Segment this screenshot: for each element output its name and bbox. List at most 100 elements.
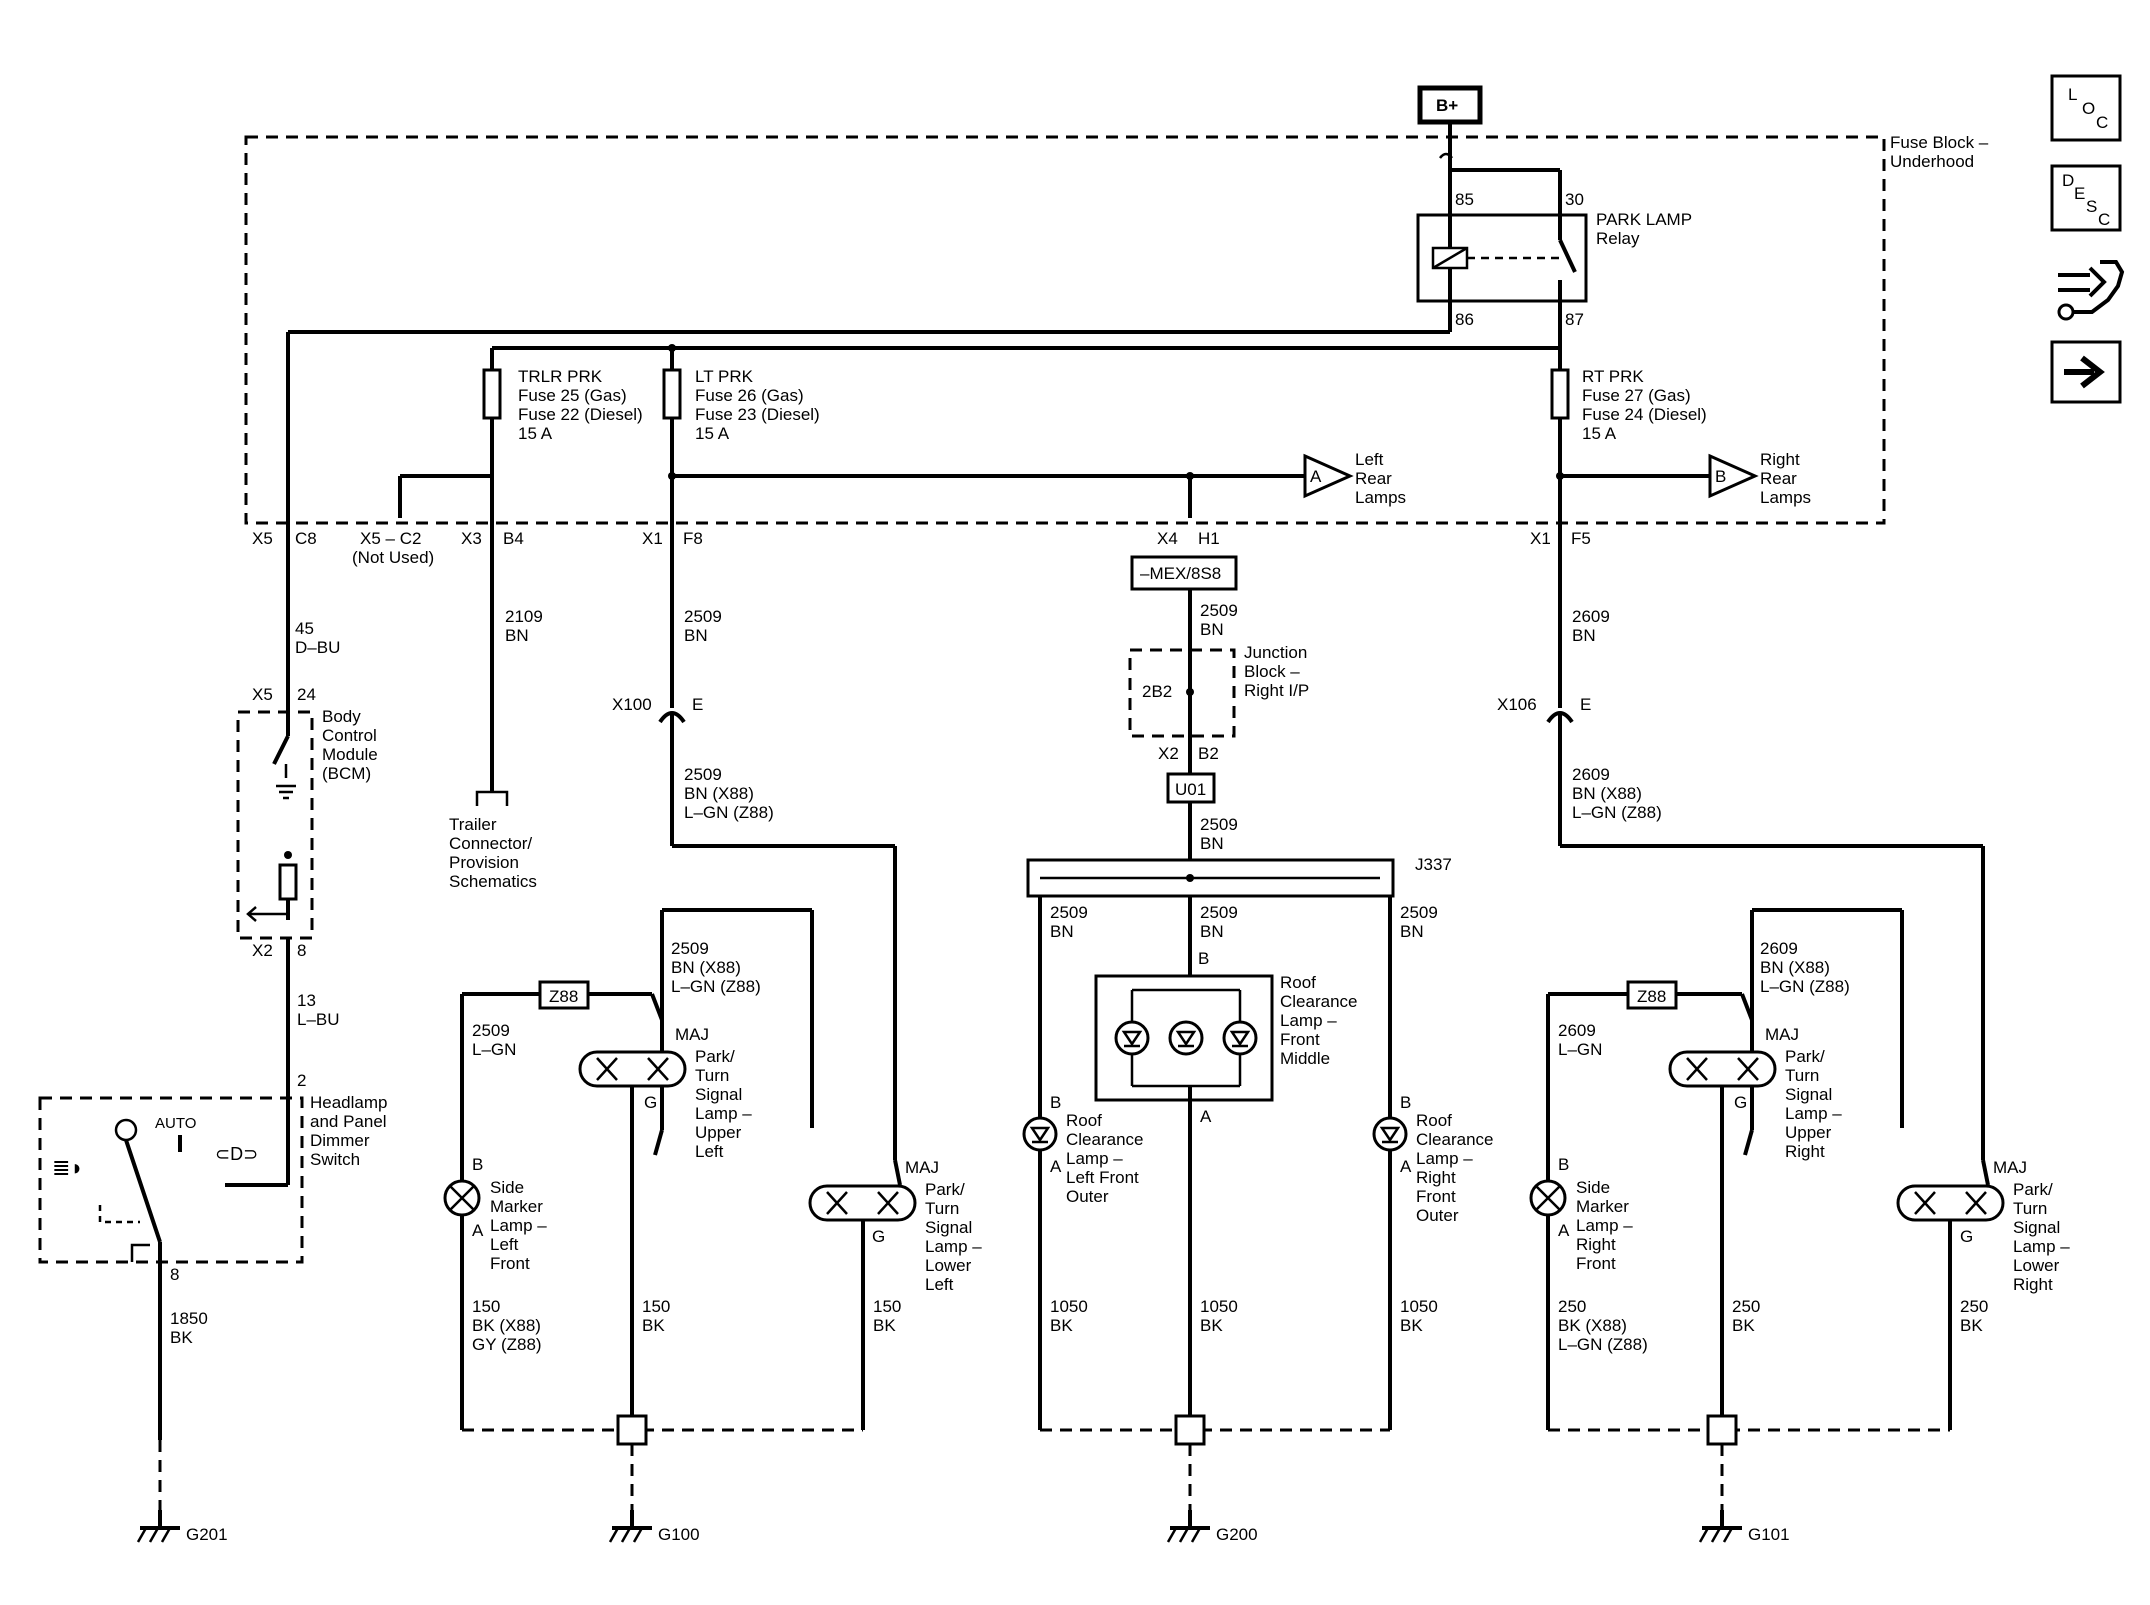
park-lamp-upper-left (578, 1050, 687, 1088)
lt-fuse-label: LT PRK (695, 367, 754, 386)
roof-middle-led (1114, 1020, 1150, 1056)
roof-middle-a: A (1200, 1107, 1212, 1126)
wire-250c-num: 250 (1960, 1297, 1988, 1316)
z88-right-out-2 (1740, 993, 1754, 1021)
conn-b4: B4 (503, 529, 524, 548)
trlr-fuse-label: TRLR PRK (518, 367, 603, 386)
bcm-node (284, 851, 292, 859)
relay-coil-diagonal (1432, 246, 1468, 270)
svg-text:D: D (2062, 171, 2074, 190)
wire-2509-a-color: BN (684, 626, 708, 645)
roof-left-b: B (1050, 1093, 1061, 1112)
wire-2509-f-num: 2509 (1200, 903, 1238, 922)
lower-right-maj: MAJ (1993, 1158, 2027, 1177)
wire-2109-num: 2109 (505, 607, 543, 626)
wire-1050b-color: BK (1200, 1316, 1223, 1335)
wire-jumper (1439, 152, 1453, 159)
conn-c8: C8 (295, 529, 317, 548)
relay-pin-86: 86 (1455, 310, 1474, 329)
roof-clearance-right-led (1372, 1116, 1408, 1152)
upper-right-label-5: Upper (1785, 1123, 1832, 1142)
left-ground-dashed-bus (460, 1425, 863, 1432)
description-button[interactable]: D E S C (2050, 164, 2122, 232)
wire-2509-d-color: BN (1200, 834, 1224, 853)
wire-1050c-num: 1050 (1400, 1297, 1438, 1316)
wire-2609-d-num: 2609 (1558, 1021, 1596, 1040)
roof-middle-label-3: Lamp – (1280, 1011, 1337, 1030)
wire-13-num: 13 (297, 991, 316, 1010)
wire-150a-l3: GY (Z88) (472, 1335, 542, 1354)
fuse-block-outline (244, 135, 1886, 525)
conn-x1: X1 (642, 529, 663, 548)
upper-right-bulb-icons (1686, 1057, 1759, 1081)
roof-left-label-5: Outer (1066, 1187, 1109, 1206)
wire-2609-c-l3: L–GN (Z88) (1760, 977, 1850, 996)
wire-150a-num: 150 (472, 1297, 500, 1316)
side-marker-right-label-5: Front (1576, 1254, 1616, 1273)
wire-2509-b-l2: BN (X88) (684, 784, 754, 803)
conn-f8: F8 (683, 529, 703, 548)
lower-left-label: Park/ (925, 1180, 965, 1199)
roof-middle-label: Roof (1280, 973, 1316, 992)
next-page-button[interactable] (2050, 340, 2122, 404)
conn-x4: X4 (1157, 529, 1178, 548)
relay-name: PARK LAMP (1596, 210, 1692, 229)
wire-2609-b-l2: BN (X88) (1572, 784, 1642, 803)
conn-f5: F5 (1571, 529, 1591, 548)
lower-right-label-2: Turn (2013, 1199, 2047, 1218)
wire-1850-color: BK (170, 1328, 193, 1347)
roof-right-b: B (1400, 1093, 1411, 1112)
wire-250a-l3: L–GN (Z88) (1558, 1335, 1648, 1354)
wire-2509-a-num: 2509 (684, 607, 722, 626)
upper-right-g: G (1734, 1093, 1747, 1112)
bcm-x5: X5 (252, 685, 273, 704)
lower-right-label-4: Lamp – (2013, 1237, 2070, 1256)
wire-2609-a-color: BN (1572, 626, 1596, 645)
roof-middle-label-2: Clearance (1280, 992, 1358, 1011)
ground-symbol-g200 (1166, 1510, 1210, 1543)
wire-1050a-color: BK (1050, 1316, 1073, 1335)
switch-link (98, 1205, 140, 1224)
wire-2509-d-num: 2509 (1200, 815, 1238, 834)
bcm-pin-24: 24 (297, 685, 316, 704)
trailer-label-4: Schematics (449, 872, 537, 891)
relay-name-2: Relay (1596, 229, 1640, 248)
rt-fuse-label: RT PRK (1582, 367, 1644, 386)
mex-label: –MEX/8S8 (1140, 564, 1221, 583)
junction-block-node (1186, 688, 1194, 696)
roof-left-a: A (1050, 1157, 1062, 1176)
park-lamp-lower-left (808, 1184, 917, 1222)
wire-150c-color: BK (873, 1316, 896, 1335)
lower-right-g: G (1960, 1227, 1973, 1246)
wire-2609-b-l3: L–GN (Z88) (1572, 803, 1662, 822)
ground-g101-label: G101 (1748, 1525, 1790, 1544)
upper-right-label-4: Lamp – (1785, 1104, 1842, 1123)
side-marker-right-b: B (1558, 1155, 1569, 1174)
offpage-arrow-a[interactable] (1303, 453, 1354, 499)
roof-middle-led-3 (1222, 1020, 1258, 1056)
fuse-block-label-2: Underhood (1890, 152, 1974, 171)
switch-auto-contact (114, 1118, 138, 1142)
wire-2509-h-l3: L–GN (Z88) (671, 977, 761, 996)
side-marker-left-label-4: Left (490, 1235, 519, 1254)
offpage-arrow-b[interactable] (1708, 453, 1759, 499)
side-marker-left-label-5: Front (490, 1254, 530, 1273)
z88-left-box (538, 980, 590, 1010)
wrench-arrow-icon[interactable] (2057, 260, 2125, 321)
rt-fuse-label-4: 15 A (1582, 424, 1617, 443)
conn-x5: X5 (252, 529, 273, 548)
upper-right-label-3: Signal (1785, 1085, 1832, 1104)
ground-g100-label: G100 (658, 1525, 700, 1544)
location-button[interactable]: L O C (2050, 74, 2122, 142)
roof-left-label-3: Lamp – (1066, 1149, 1123, 1168)
svg-text:O: O (2082, 99, 2095, 118)
wire-2109-color: BN (505, 626, 529, 645)
roof-right-label-4: Right (1416, 1168, 1456, 1187)
switch-arm (124, 1139, 162, 1243)
lt-fuse (662, 368, 682, 420)
b-plus-label: B+ (1436, 96, 1458, 115)
upper-right-label-2: Turn (1785, 1066, 1819, 1085)
lower-right-label-6: Right (2013, 1275, 2053, 1294)
conn-x106: X106 (1497, 695, 1537, 714)
roof-left-label-2: Clearance (1066, 1130, 1144, 1149)
